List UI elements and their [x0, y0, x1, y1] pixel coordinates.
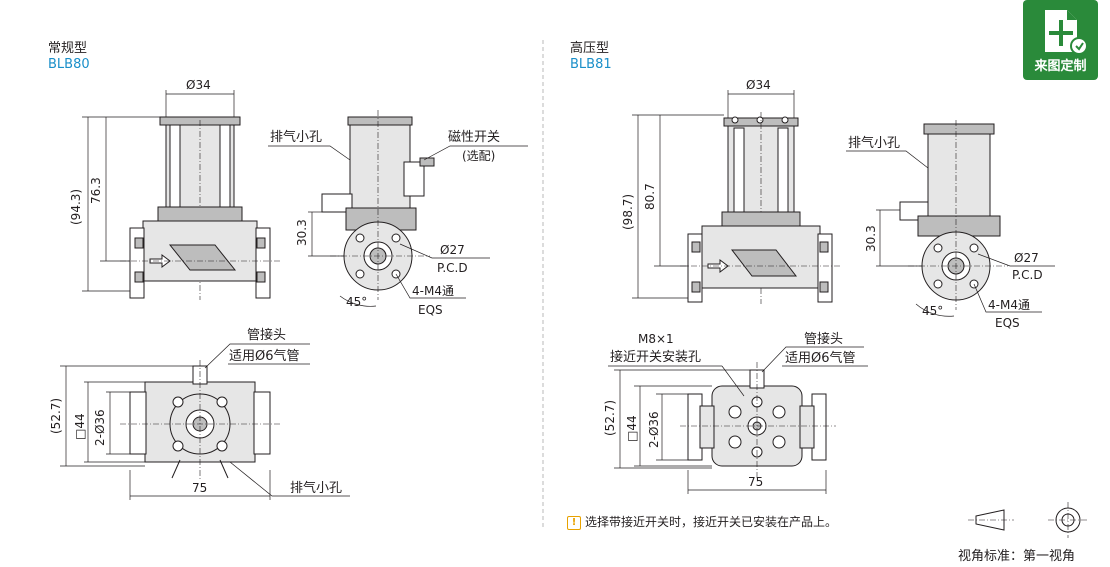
- left-dim-top-width: Ø34: [186, 78, 211, 92]
- left-dim-square: □44: [73, 413, 87, 440]
- projection-label: 视角标准：第一视角: [958, 549, 1075, 564]
- right-dim-length: 75: [748, 475, 763, 489]
- right-dim-square: □44: [625, 415, 639, 442]
- warning-icon: !: [567, 515, 581, 530]
- left-type-label: 常规型: [48, 41, 87, 56]
- right-dim-eqs: EQS: [995, 316, 1020, 330]
- left-callout-vent-hole-bottom: 排气小孔: [290, 480, 342, 496]
- left-callout-fitting: 管接头: [247, 327, 286, 343]
- right-callout-m8: M8×1: [638, 332, 674, 346]
- badge-label[interactable]: 来图定制: [1034, 59, 1087, 74]
- right-dim-body-height: 80.7: [643, 183, 657, 210]
- left-callout-magnetic-switch: 磁性开关: [448, 130, 500, 145]
- right-dim-total-height: (98.7): [621, 194, 635, 230]
- right-dim-angle: 45°: [922, 304, 943, 318]
- left-dim-total-height: (94.3): [69, 189, 83, 225]
- left-dim-body-height: 76.3: [89, 177, 103, 204]
- left-side-view: [321, 110, 435, 300]
- right-callout-proximity-hole: 接近开关安装孔: [610, 349, 701, 365]
- left-callout-fitting-tube: 适用Ø6气管: [229, 348, 300, 364]
- left-dim-pcd: Ø27: [440, 243, 465, 257]
- right-callout-vent-hole: 排气小孔: [848, 135, 900, 151]
- left-callout-optional: (选配): [462, 149, 495, 163]
- note: ! 选择带接近开关时，接近开关已安装在产品上。: [567, 513, 837, 530]
- right-dim-port-height: 30.3: [864, 225, 878, 252]
- right-callout-fitting-tube: 适用Ø6气管: [785, 350, 856, 366]
- left-dim-port-height: 30.3: [295, 219, 309, 246]
- left-dim-length: 75: [192, 481, 207, 495]
- projection-symbol: [968, 502, 1088, 538]
- right-dim-pcd-label: P.C.D: [1012, 268, 1043, 282]
- left-bottom-dims: (52.7) □44 2-Ø36 75 管接头 适用Ø6气管 排气小孔: [49, 327, 350, 500]
- right-bottom-dims: (52.7) □44 2-Ø36 75 M8×1 接近开关安装孔 管接头 适用Ø…: [603, 331, 868, 494]
- right-side-view: [899, 120, 1008, 310]
- right-bottom-view: [680, 362, 836, 480]
- right-callout-fitting: 管接头: [804, 331, 843, 347]
- left-callout-vent-hole: 排气小孔: [270, 129, 322, 145]
- left-dim-holes: 2-Ø36: [93, 409, 107, 446]
- left-bottom-view: [120, 360, 280, 480]
- custom-drawing-badge[interactable]: 来图定制: [1023, 0, 1098, 80]
- left-dim-eqs: EQS: [418, 303, 443, 317]
- left-front-view: [120, 116, 280, 300]
- note-text: 选择带接近开关时，接近开关已安装在产品上。: [585, 515, 838, 529]
- left-dim-height-front: (52.7): [49, 398, 63, 434]
- left-front-dims: Ø34 (94.3) 76.3: [69, 78, 235, 292]
- right-dim-height-front: (52.7): [603, 400, 617, 436]
- left-dim-angle: 45°: [346, 295, 367, 309]
- document-icon: [1045, 10, 1088, 55]
- right-front-view: [680, 112, 840, 304]
- right-dim-holes: 2-Ø36: [647, 411, 661, 448]
- right-side-dims: 30.3 Ø27 P.C.D 4-M4通 EQS 45° 排气小孔: [846, 135, 1055, 330]
- left-dim-thread: 4-M4通: [412, 284, 454, 298]
- left-dim-pcd-label: P.C.D: [437, 261, 468, 275]
- right-model-label: BLB81: [570, 57, 612, 72]
- left-model-label: BLB80: [48, 57, 90, 72]
- right-dim-pcd: Ø27: [1014, 251, 1039, 265]
- right-front-dims: Ø34 (98.7) 80.7: [621, 78, 795, 299]
- right-type-label: 高压型: [570, 40, 609, 56]
- left-side-dims: 30.3 Ø27 P.C.D 4-M4通 EQS 45° 排气小孔 磁性开关 (…: [268, 129, 528, 317]
- right-dim-thread: 4-M4通: [988, 298, 1030, 312]
- right-dim-top-width: Ø34: [746, 78, 771, 92]
